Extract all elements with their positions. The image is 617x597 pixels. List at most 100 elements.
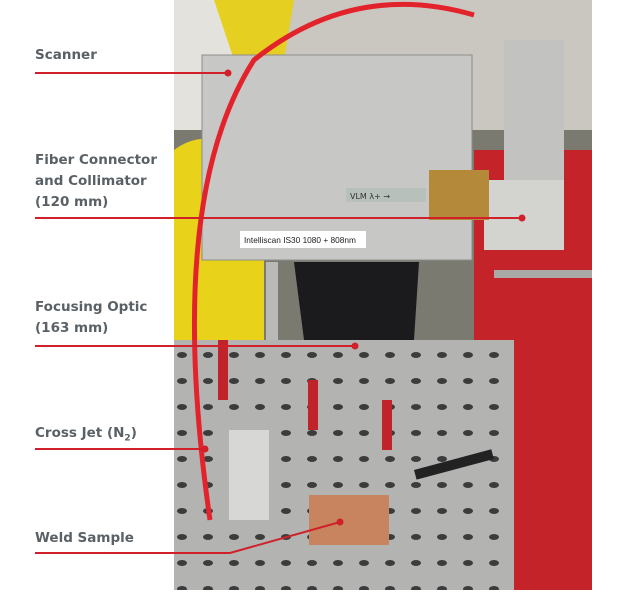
callout-dot-focusing-optic: [351, 342, 359, 350]
table-hole: [411, 508, 421, 514]
table-hole: [307, 456, 317, 462]
table-hole: [307, 430, 317, 436]
table-hole: [177, 534, 187, 540]
device-label-text: Intelliscan IS30 1080 + 808nm: [244, 235, 356, 245]
table-hole: [463, 534, 473, 540]
callout-dot-weld-sample: [336, 518, 344, 526]
table-hole: [359, 378, 369, 384]
label-fiber-line1: Fiber Connector: [35, 152, 157, 168]
weld-sample-plate: [309, 495, 389, 545]
table-hole: [359, 404, 369, 410]
table-hole: [359, 456, 369, 462]
label-focusing-optic: Focusing Optic (163 mm): [35, 297, 147, 339]
table-hole: [203, 560, 213, 566]
table-hole: [489, 404, 499, 410]
table-hole: [359, 430, 369, 436]
table-hole: [333, 430, 343, 436]
table-hole: [489, 430, 499, 436]
table-hole: [255, 586, 265, 590]
focusing-optic: [294, 262, 419, 355]
table-hole: [229, 352, 239, 358]
table-hole: [385, 482, 395, 488]
table-hole: [255, 534, 265, 540]
table-hole: [359, 352, 369, 358]
table-hole: [229, 404, 239, 410]
callout-dot-fiber-connector: [518, 214, 526, 222]
table-hole: [281, 404, 291, 410]
table-hole: [437, 456, 447, 462]
table-hole: [203, 404, 213, 410]
table-hole: [281, 482, 291, 488]
table-hole: [281, 508, 291, 514]
table-hole: [333, 404, 343, 410]
table-hole: [437, 534, 447, 540]
red-gas-hose: [191, 1, 475, 521]
table-hole: [177, 430, 187, 436]
scanner-housing: [201, 54, 473, 261]
table-hole: [281, 352, 291, 358]
table-hole: [411, 586, 421, 590]
table-hole: [177, 352, 187, 358]
device-label: [240, 231, 366, 248]
table-hole: [203, 456, 213, 462]
laser-welding-setup-photo: VLM λ+ → Intelliscan IS30 1080 + 808nm: [174, 0, 592, 590]
table-hole: [177, 456, 187, 462]
table-hole: [463, 560, 473, 566]
table-hole: [411, 534, 421, 540]
table-hole: [203, 352, 213, 358]
table-hole: [177, 508, 187, 514]
table-hole: [385, 378, 395, 384]
table-hole: [307, 586, 317, 590]
callout-dot-scanner: [224, 69, 232, 77]
table-hole: [359, 586, 369, 590]
table-hole: [489, 352, 499, 358]
table-hole: [489, 508, 499, 514]
table-hole: [385, 560, 395, 566]
table-hole: [411, 482, 421, 488]
table-hole: [255, 352, 265, 358]
table-hole: [307, 560, 317, 566]
label-fiber-line3: (120 mm): [35, 194, 109, 210]
callout-dot-cross-jet: [201, 445, 209, 453]
table-hole: [255, 404, 265, 410]
table-hole: [203, 378, 213, 384]
table-hole: [229, 378, 239, 384]
table-hole: [463, 430, 473, 436]
table-hole: [203, 430, 213, 436]
table-hole: [333, 456, 343, 462]
label-fiber-connector: Fiber Connector and Collimator (120 mm): [35, 150, 157, 213]
table-hole: [385, 456, 395, 462]
table-hole: [411, 560, 421, 566]
table-hole: [281, 378, 291, 384]
table-hole: [177, 404, 187, 410]
table-hole: [307, 482, 317, 488]
handwritten-tag-text: VLM λ+ →: [350, 192, 390, 201]
table-hole: [281, 586, 291, 590]
handwritten-tag: [346, 188, 426, 202]
table-hole: [359, 482, 369, 488]
table-hole: [411, 404, 421, 410]
label-cross-jet-subscript: 2: [124, 433, 131, 444]
table-hole: [333, 482, 343, 488]
table-hole: [177, 482, 187, 488]
table-hole: [281, 456, 291, 462]
label-scanner: Scanner: [35, 47, 97, 63]
table-hole: [333, 352, 343, 358]
label-focusing-line2: (163 mm): [35, 320, 109, 336]
table-hole: [229, 586, 239, 590]
table-hole: [463, 508, 473, 514]
table-hole: [463, 482, 473, 488]
table-hole: [229, 560, 239, 566]
table-hole: [229, 534, 239, 540]
table-hole: [437, 430, 447, 436]
table-hole: [177, 560, 187, 566]
table-hole: [203, 534, 213, 540]
table-hole: [437, 404, 447, 410]
table-hole: [411, 456, 421, 462]
label-weld-sample: Weld Sample: [35, 530, 134, 546]
table-hole: [463, 352, 473, 358]
table-hole: [177, 378, 187, 384]
table-hole: [177, 586, 187, 590]
table-hole: [489, 534, 499, 540]
